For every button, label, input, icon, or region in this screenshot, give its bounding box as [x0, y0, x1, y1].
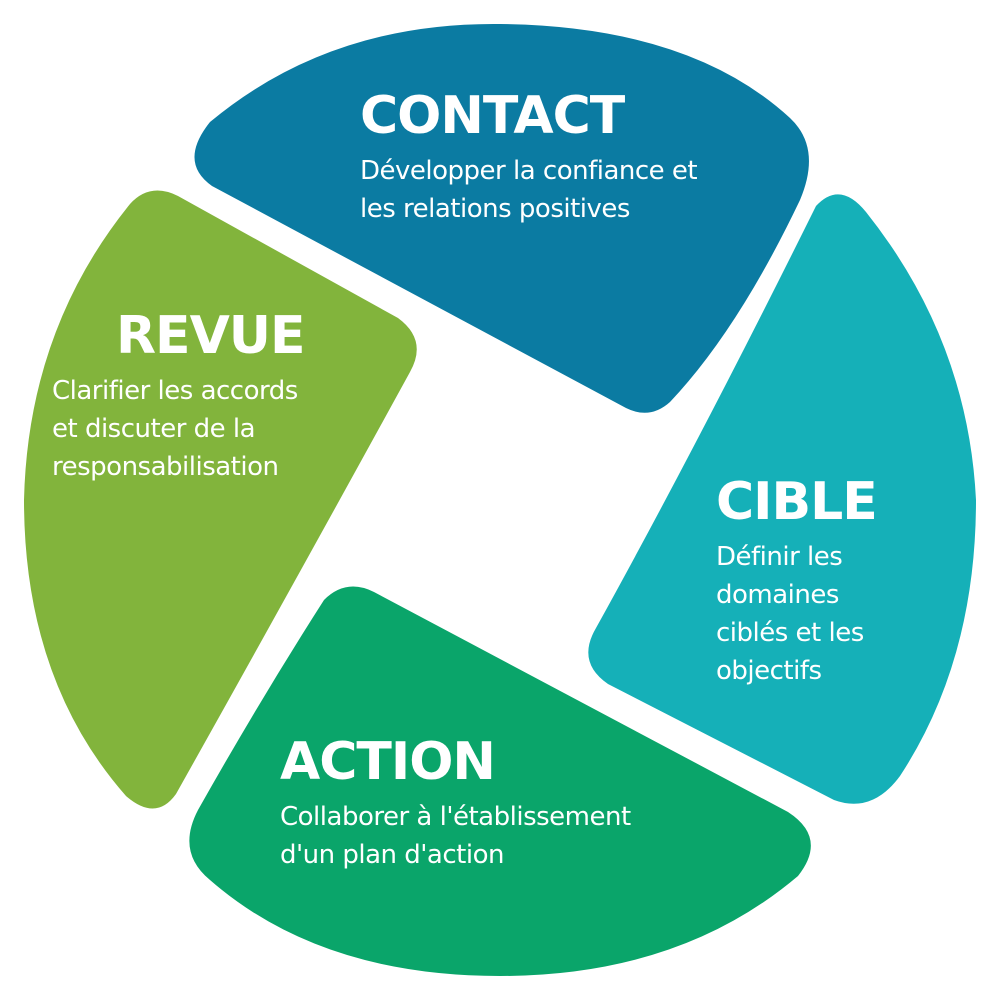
- contact-block: CONTACT Développer la confiance et les r…: [360, 86, 800, 228]
- cible-segment: [588, 194, 976, 804]
- action-segment: [189, 586, 811, 976]
- revue-description: Clarifier les accords et discuter de la …: [52, 376, 298, 482]
- revue-segment: [24, 190, 417, 809]
- contact-segment: [194, 23, 809, 413]
- cible-title: CIBLE: [716, 472, 878, 532]
- action-title: ACTION: [280, 732, 496, 792]
- contact-description: Développer la confiance et les relations…: [360, 156, 698, 224]
- cible-block: CIBLE Définir les domaines ciblés et les…: [716, 472, 916, 690]
- action-block: ACTION Collaborer à l'établissement d'un…: [280, 732, 740, 874]
- cible-description: Définir les domaines ciblés et les objec…: [716, 542, 864, 686]
- revue-block: REVUE Clarifier les accords et discuter …: [52, 306, 382, 486]
- contact-title: CONTACT: [360, 86, 625, 146]
- revue-title: REVUE: [116, 306, 306, 366]
- action-description: Collaborer à l'établissement d'un plan d…: [280, 802, 631, 870]
